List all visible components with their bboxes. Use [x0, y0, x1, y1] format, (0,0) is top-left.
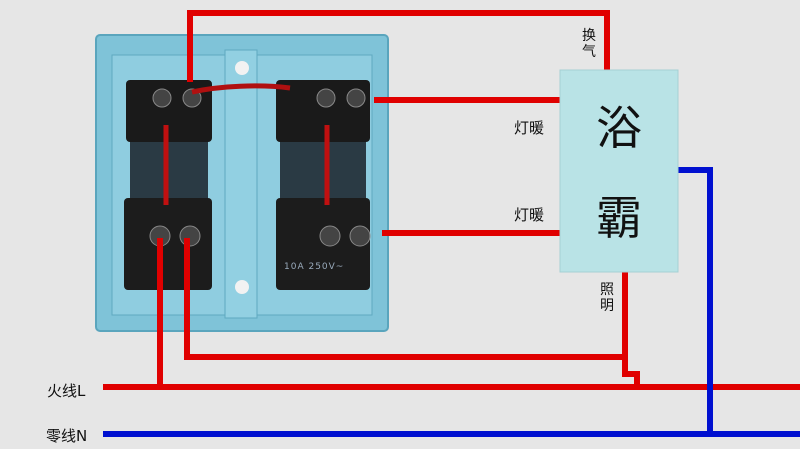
live-wires — [103, 10, 800, 390]
device-name-bottom: 霸 — [596, 191, 642, 245]
label-ventilation: 换气 — [582, 28, 596, 60]
neutral-wires — [103, 167, 800, 437]
switch-rating: 10A 250V~ — [284, 262, 345, 272]
switch-module-bottom-right — [276, 198, 370, 290]
device-name-top: 浴 — [596, 101, 642, 155]
double-switch — [95, 34, 389, 332]
switch-module-top-right — [276, 80, 370, 142]
switch-module-bottom-left — [124, 198, 212, 290]
wire-lighting — [184, 238, 628, 360]
label-live: 火线L — [47, 382, 86, 400]
label-heat-lamp-1: 灯暖 — [514, 119, 545, 137]
label-heat-lamp-2: 灯暖 — [514, 206, 545, 224]
wire-device-neutral — [678, 167, 713, 433]
label-neutral: 零线N — [46, 427, 88, 445]
bath-heater-box — [559, 69, 679, 273]
label-lighting: 照明 — [600, 282, 614, 314]
wire-ventilation — [187, 10, 610, 82]
